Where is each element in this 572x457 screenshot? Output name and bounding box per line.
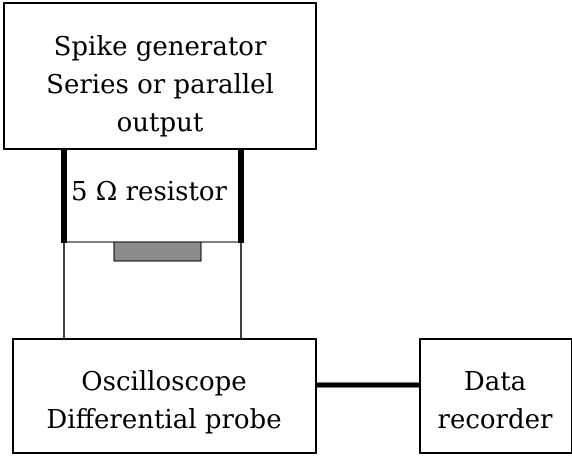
- resistor-body: [113, 241, 202, 262]
- spike-generator-box: [3, 2, 317, 150]
- oscilloscope-line1: Oscilloscope: [81, 367, 246, 397]
- resistor-label: 5 Ω resistor: [71, 177, 228, 207]
- oscilloscope-box: [12, 338, 317, 454]
- spike-generator-line1: Spike generator: [54, 32, 267, 62]
- oscilloscope-line2: Differential probe: [46, 405, 281, 435]
- data-recorder-box: [419, 338, 572, 454]
- data-recorder-line1: Data: [464, 367, 526, 397]
- spike-generator-line2: Series or parallel: [46, 70, 274, 100]
- spike-generator-line3: output: [117, 108, 204, 138]
- data-recorder-line2: recorder: [438, 405, 553, 435]
